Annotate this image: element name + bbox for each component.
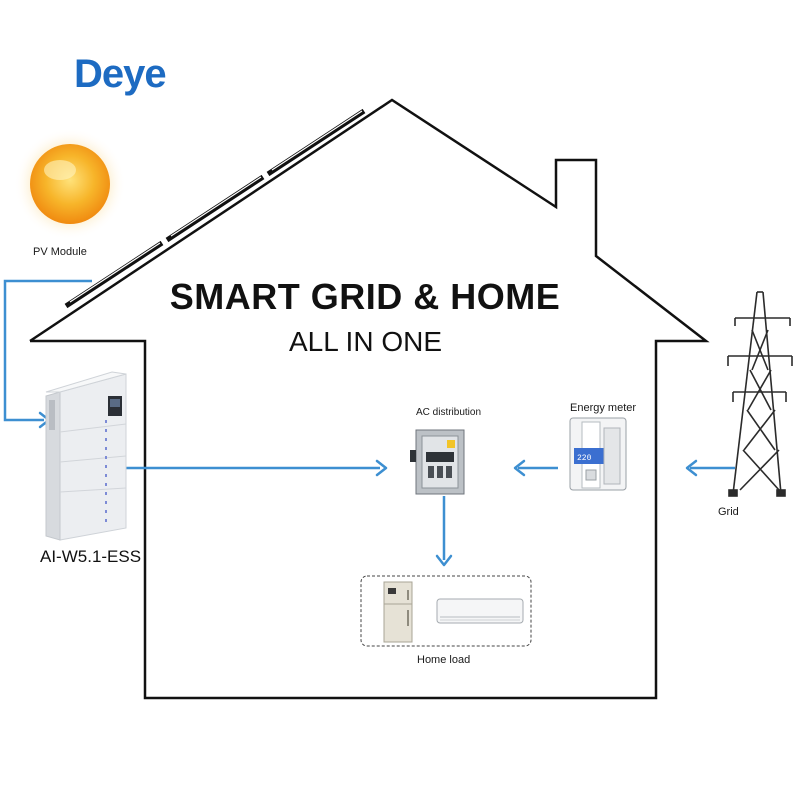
diagram-subtitle: ALL IN ONE [289,326,443,357]
transmission-tower-icon [727,291,793,497]
energy-meter-icon: 220 [569,417,627,491]
battery-cabinet-icon [45,371,127,541]
flow-lines [3,279,735,560]
solar-panel-icon [64,108,366,309]
ac-distribution-box-icon [410,429,465,495]
home-load-box [360,575,532,647]
refrigerator-icon [383,581,413,643]
home-load-label: Home load [417,654,471,666]
pv-module-label: PV Module [33,246,87,258]
energy-meter-label: Energy meter [570,402,637,414]
battery-label: AI-W5.1-ESS [40,547,142,566]
diagram-title: SMART GRID & HOME [169,276,561,317]
ac-distribution-label: AC distribution [416,407,482,418]
sun-icon [14,128,126,240]
air-conditioner-icon [436,598,524,624]
svg-text:220: 220 [577,454,592,463]
grid-label: Grid [718,506,739,518]
house-outline [29,98,710,700]
brand-logo: Deye [74,52,167,96]
solar-panel-highlight [69,110,363,303]
